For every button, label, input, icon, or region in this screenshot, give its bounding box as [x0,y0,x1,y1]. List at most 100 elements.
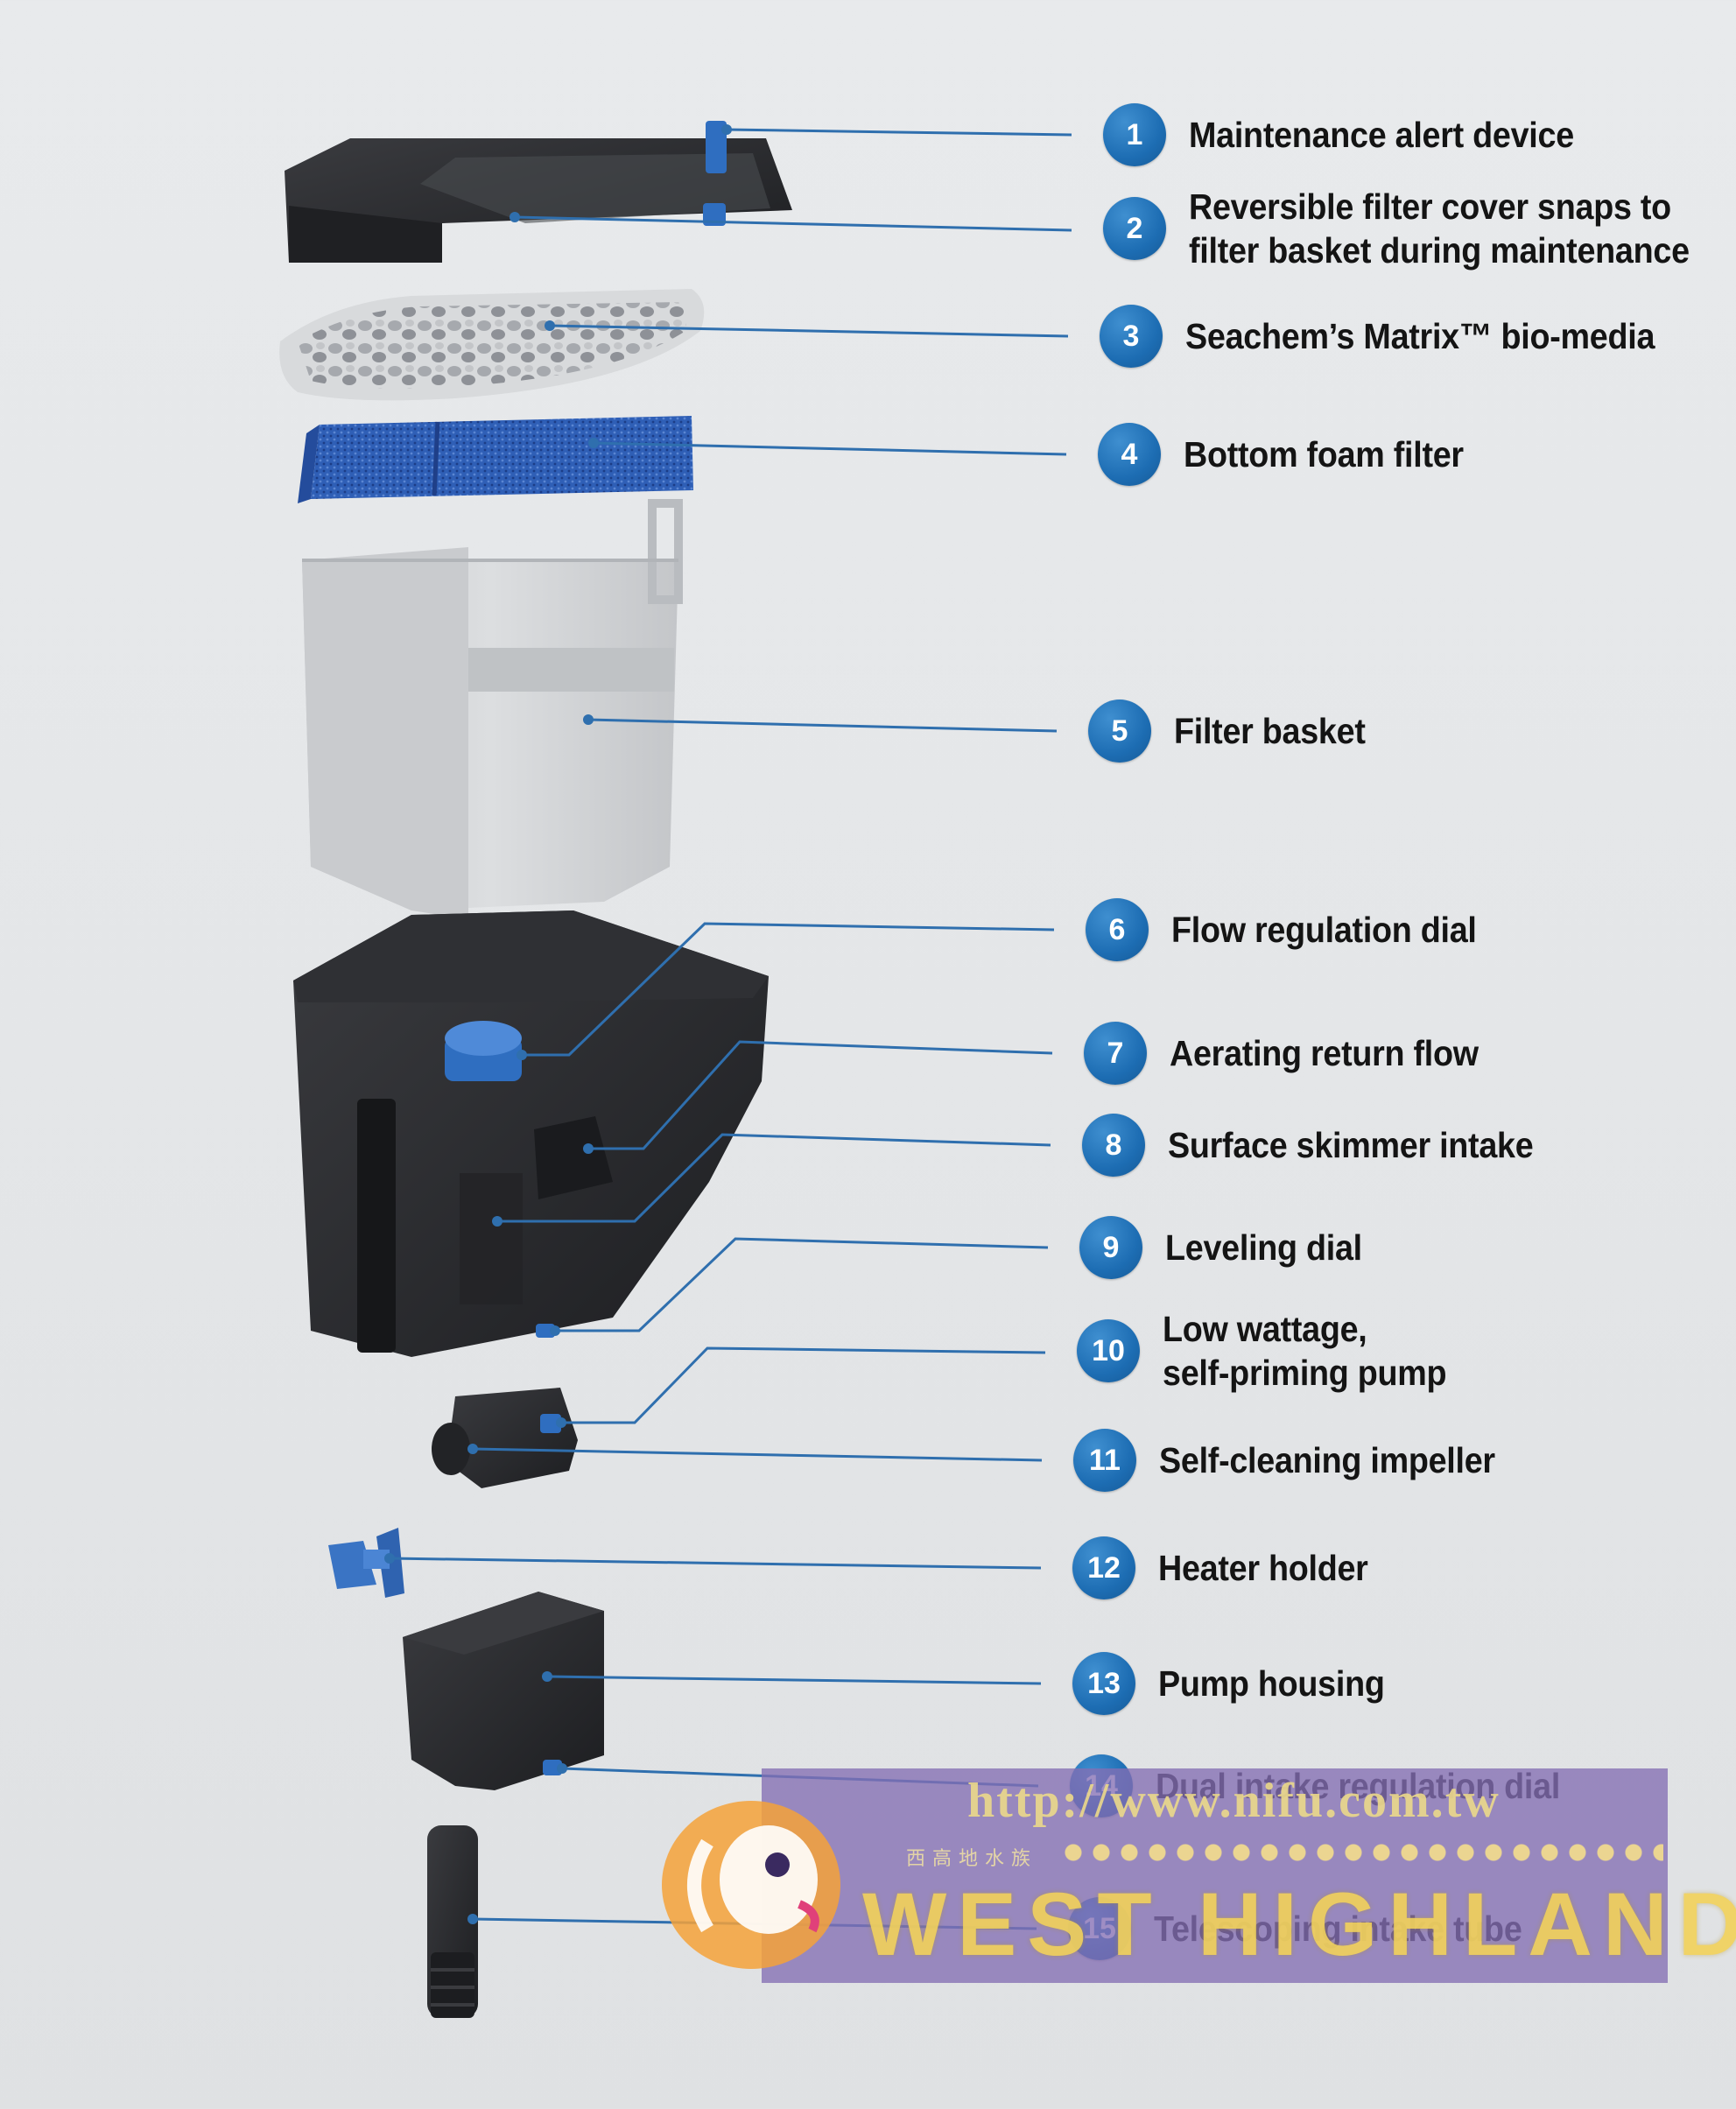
callout-label: Low wattage,self-priming pump [1163,1307,1447,1395]
watermark-banner [762,1768,1668,1983]
callout-number-badge: 7 [1084,1022,1147,1085]
callout-label: Filter basket [1174,709,1366,753]
callout-label-line: Low wattage, [1163,1309,1367,1349]
callout-label: Leveling dial [1165,1226,1362,1269]
leader-dot-2 [510,212,520,222]
callout-9: 9 Leveling dial [1079,1216,1379,1279]
callout-number-badge: 2 [1103,197,1166,260]
callout-label: Flow regulation dial [1171,908,1477,952]
callout-label-line: Aerating return flow [1170,1033,1479,1073]
fish-logo-icon [662,1801,840,1969]
callout-number-badge: 8 [1082,1114,1145,1177]
callout-number-badge: 5 [1088,699,1151,763]
watermark-chinese-name: 西高地水族 [906,1847,1038,1869]
watermark-dot-row [1059,1841,1663,1864]
callout-number-badge: 13 [1072,1652,1135,1715]
leader-lines [384,124,1072,1930]
callout-8: 8 Surface skimmer intake [1082,1114,1565,1177]
callout-label: Seachem’s Matrix™ bio-media [1185,314,1655,358]
leader-dot-9 [550,1325,560,1336]
callout-label: Maintenance alert device [1189,113,1574,157]
callout-number-badge: 4 [1098,423,1161,486]
leader-dot-4 [588,438,599,448]
callout-label-line: self-priming pump [1163,1353,1447,1393]
leader-dot-15 [467,1914,478,1924]
callout-label-line: Self-cleaning impeller [1159,1440,1495,1480]
leader-line-13 [546,1675,1042,1685]
leader-line-11 [472,1447,1043,1462]
leader-dot-10 [556,1417,566,1428]
callout-4: 4 Bottom foam filter [1098,423,1488,486]
leader-dot-14 [557,1763,567,1774]
leader-dot-3 [545,320,555,331]
callout-label: Pump housing [1158,1662,1385,1705]
callout-1: 1 Maintenance alert device [1103,103,1607,166]
filter-housing-part [293,910,769,1357]
foam-filter-part [298,416,693,503]
callout-label-line: Bottom foam filter [1184,434,1464,475]
pump-housing-part [403,1592,604,1790]
callout-label-line: Pump housing [1158,1663,1385,1704]
callout-label-line: Leveling dial [1165,1227,1362,1268]
callout-5: 5 Filter basket [1088,699,1382,763]
leader-dot-5 [583,714,594,725]
watermark-url: http://www.nifu.com.tw [967,1774,1501,1828]
callout-number-badge: 9 [1079,1216,1142,1279]
leader-line-9 [555,1237,1049,1332]
bio-media-bag-part [279,289,705,401]
leader-line-10 [561,1346,1046,1424]
leveling-dial-part [536,1324,555,1338]
callout-label-line: Filter basket [1174,711,1366,751]
leader-dot-11 [467,1444,478,1454]
callout-label-line: filter basket during maintenance [1189,230,1690,271]
leader-line-8 [497,1133,1051,1223]
callout-label: Bottom foam filter [1184,432,1464,476]
leader-dot-7 [583,1143,594,1154]
filter-basket-part [302,499,683,919]
callout-label-line: Maintenance alert device [1189,115,1574,155]
leader-line-6 [522,922,1055,1057]
callout-number-badge: 3 [1100,305,1163,368]
leader-line-12 [389,1557,1042,1570]
callout-6: 6 Flow regulation dial [1086,898,1503,961]
leader-dot-12 [384,1553,395,1564]
leader-dot-8 [492,1216,503,1227]
maintenance-alert-device-part [703,121,727,226]
leader-line-7 [588,1040,1053,1150]
callout-number-badge: 1 [1103,103,1166,166]
callout-10: 10 Low wattage,self-priming pump [1077,1307,1472,1395]
callout-number-badge: 11 [1073,1429,1136,1492]
callout-label-line: Flow regulation dial [1171,910,1477,950]
leader-line-4 [593,441,1067,456]
callout-number-badge: 10 [1077,1319,1140,1382]
leader-dot-1 [721,124,732,135]
callout-label-line: Seachem’s Matrix™ bio-media [1185,316,1655,356]
callout-number-badge: 6 [1086,898,1149,961]
heater-holder-part [328,1528,404,1598]
callout-7: 7 Aerating return flow [1084,1022,1506,1085]
callout-label: Heater holder [1158,1546,1368,1590]
leader-line-5 [587,718,1058,733]
flow-regulation-dial-part [445,1021,522,1081]
callout-label-line: Heater holder [1158,1548,1368,1588]
leader-line-3 [549,324,1069,338]
leader-line-2 [514,215,1072,232]
leader-line-1 [726,128,1072,137]
watermark-brand: WEST HIGHLAND [862,1874,1736,1974]
callout-label: Surface skimmer intake [1168,1123,1534,1167]
intake-tube-part [427,1825,478,2018]
callout-label: Aerating return flow [1170,1031,1479,1075]
leader-dot-13 [542,1671,552,1682]
callout-13: 13 Pump housing [1072,1652,1404,1715]
callout-label-line: Reversible filter cover snaps to [1189,186,1671,227]
callout-3: 3 Seachem’s Matrix™ bio-media [1100,305,1696,368]
callout-label: Self-cleaning impeller [1159,1438,1495,1482]
callout-11: 11 Self-cleaning impeller [1073,1429,1524,1492]
leader-dot-6 [517,1050,527,1060]
pump-part [432,1388,578,1488]
